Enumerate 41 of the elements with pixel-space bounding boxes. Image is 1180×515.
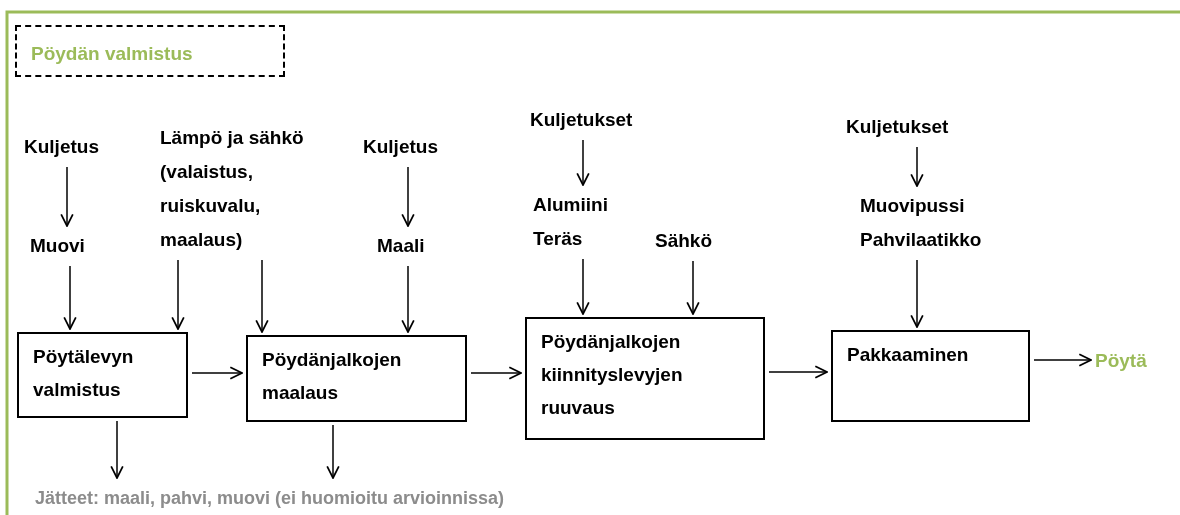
arrow — [401, 166, 415, 227]
input-label: Pahvilaatikko — [860, 228, 982, 252]
input-label: Kuljetukset — [846, 115, 949, 139]
process-label: Pöytälevyn valmistus — [33, 345, 135, 402]
input-label: Maali — [377, 234, 425, 258]
input-label: Muovi — [30, 234, 85, 258]
arrow — [910, 259, 924, 328]
process-label: Pöydänjalkojen kiinnityslevyjen ruuvaus — [541, 330, 684, 420]
arrow — [171, 259, 185, 330]
input-label: Lämpö ja sähkö (valaistus, ruiskuvalu, maalaus) — [160, 126, 305, 252]
input-label: Sähkö — [655, 229, 713, 253]
process-box — [17, 332, 188, 418]
process-box — [831, 330, 1030, 422]
arrow — [910, 146, 924, 187]
arrow — [191, 366, 243, 380]
arrow — [63, 265, 77, 330]
arrow — [576, 139, 590, 186]
arrow — [60, 166, 74, 227]
input-label: Teräs — [533, 227, 584, 251]
arrow — [401, 265, 415, 333]
arrow — [470, 366, 522, 380]
process-box — [246, 335, 467, 422]
process-label: Pöydänjalkojen maalaus — [262, 348, 403, 405]
process-box — [525, 317, 765, 440]
output-label: Pöytä — [1095, 349, 1147, 373]
process-label: Pakkaaminen — [847, 343, 970, 367]
arrow — [768, 365, 828, 379]
arrow — [255, 259, 269, 333]
arrow — [326, 424, 340, 479]
input-label: Kuljetukset — [530, 108, 633, 132]
waste-note: Jätteet: maali, pahvi, muovi (ei huomioitu arvioinnissa) — [35, 487, 505, 510]
title-frame — [15, 25, 285, 77]
input-label: Alumiini — [533, 193, 608, 217]
arrow — [1033, 353, 1092, 367]
title-label: Pöydän valmistus — [31, 42, 194, 66]
arrow — [110, 420, 124, 479]
arrow — [576, 258, 590, 315]
arrow — [686, 260, 700, 315]
input-label: Muovipussi — [860, 194, 966, 218]
input-label: Kuljetus — [363, 135, 438, 159]
input-label: Kuljetus — [24, 135, 99, 159]
